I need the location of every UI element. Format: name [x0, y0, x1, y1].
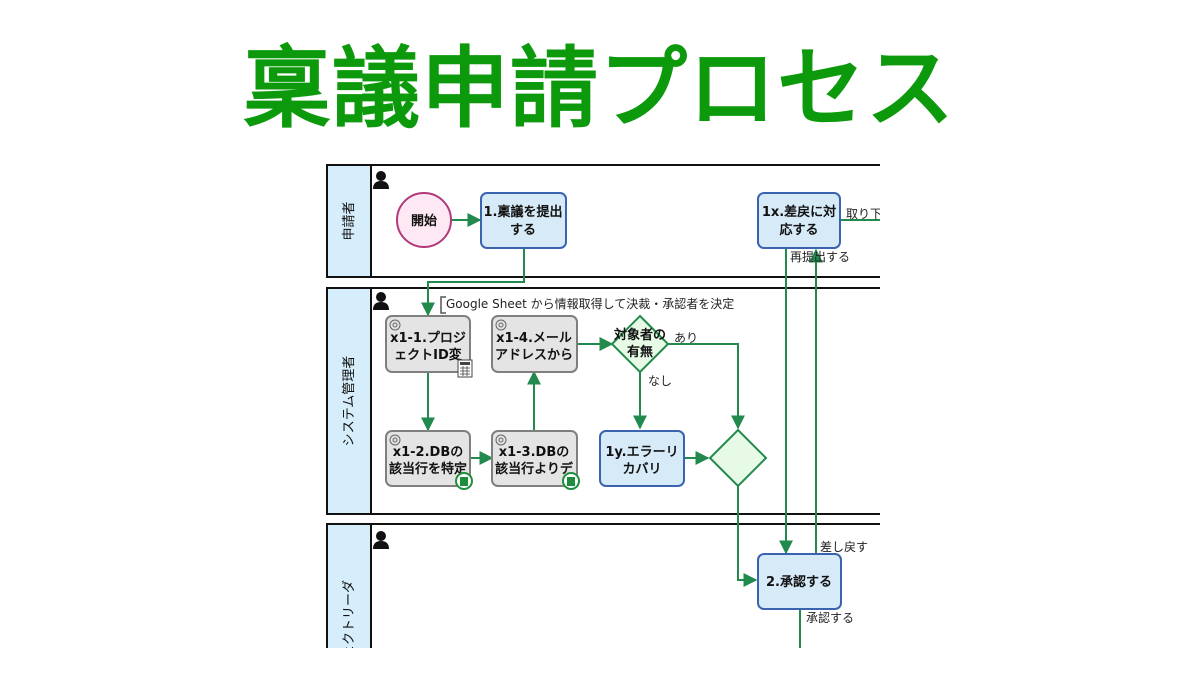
lane-header-project-leader: [326, 523, 372, 648]
task-x1-1[interactable]: x1-1.プロジ ェクトID変: [385, 315, 473, 378]
text-annotation: Google Sheet から情報取得して決裁・承認者を決定: [440, 296, 734, 314]
lane-label-system-admin: システム管理者: [342, 356, 357, 447]
gateway-target-exists[interactable]: 対象者の 有無: [610, 314, 670, 374]
task-x1-3-line2: 該当行よりデ: [495, 461, 574, 477]
lane-label-project-leader: ェクトリーダ: [342, 580, 357, 658]
spreadsheet-icon: [455, 472, 473, 490]
task-x1-1-line1: x1-1.プロジ: [390, 331, 466, 346]
flow-label-yes: あり: [674, 331, 698, 345]
flow-label-no: なし: [648, 374, 672, 388]
calculator-icon: [457, 359, 473, 378]
flow-yes: [668, 343, 745, 430]
flow-label-withdraw: 取り下: [846, 207, 882, 221]
task-x1-2-line2: 該当行を特定: [389, 461, 467, 477]
flow-label-sendback: 差し戻す: [820, 540, 868, 554]
annotation-text: Google Sheet から情報取得して決裁・承認者を決定: [446, 296, 734, 311]
gateway-merge[interactable]: [708, 428, 768, 488]
task-error-recovery[interactable]: 1y.エラーリ カバリ: [599, 430, 685, 487]
flow-label-resubmit: 再提出する: [790, 249, 850, 264]
task-handle-sendback-line1: 1x.差戻に対: [762, 204, 836, 220]
flow-label-approve: 承認する: [806, 610, 854, 625]
lane-header-applicant: [326, 164, 372, 278]
task-error-recovery-line1: 1y.エラーリ: [605, 445, 678, 460]
task-submit-ringi-line1: 1.稟議を提出: [484, 204, 563, 220]
task-x1-4-line2: アドレスから: [495, 348, 573, 363]
task-x1-3[interactable]: x1-3.DBの 該当行よりデ: [491, 430, 580, 490]
flow-task1-to-x11: [421, 248, 525, 317]
sequence-flows: [421, 213, 880, 648]
start-event[interactable]: 開始: [396, 192, 452, 248]
spreadsheet-icon: [562, 472, 580, 490]
gear-icon: [495, 434, 507, 446]
lane-label-applicant: 申請者: [342, 201, 357, 240]
task-submit-ringi-line2: する: [510, 223, 536, 238]
task-x1-1-line2: ェクトID変: [394, 347, 462, 363]
gear-icon: [389, 319, 401, 331]
gear-icon: [389, 434, 401, 446]
gateway-label-line2: 有無: [627, 344, 653, 360]
task-x1-4-line1: x1-4.メール: [496, 331, 572, 346]
task-error-recovery-line2: カバリ: [622, 462, 661, 477]
task-handle-sendback-line2: 応する: [779, 222, 818, 238]
gateway-label-line1: 対象者の: [613, 327, 666, 343]
task-x1-2-line1: x1-2.DBの: [393, 445, 464, 460]
start-event-label: 開始: [411, 213, 437, 229]
task-handle-sendback[interactable]: 1x.差戻に対 応する: [757, 192, 841, 249]
task-x1-3-line1: x1-3.DBの: [499, 445, 570, 460]
task-approve[interactable]: 2.承認する: [757, 553, 842, 610]
task-x1-4[interactable]: x1-4.メール アドレスから: [491, 315, 578, 373]
task-x1-2[interactable]: x1-2.DBの 該当行を特定: [385, 430, 473, 490]
gear-icon: [495, 319, 507, 331]
task-submit-ringi[interactable]: 1.稟議を提出 する: [480, 192, 567, 249]
lane-header-system-admin: [326, 287, 372, 515]
flow-merge-to-task2: [737, 486, 758, 587]
task-approve-label: 2.承認する: [766, 574, 832, 590]
page-title: 稟議申請プロセス: [242, 37, 955, 140]
